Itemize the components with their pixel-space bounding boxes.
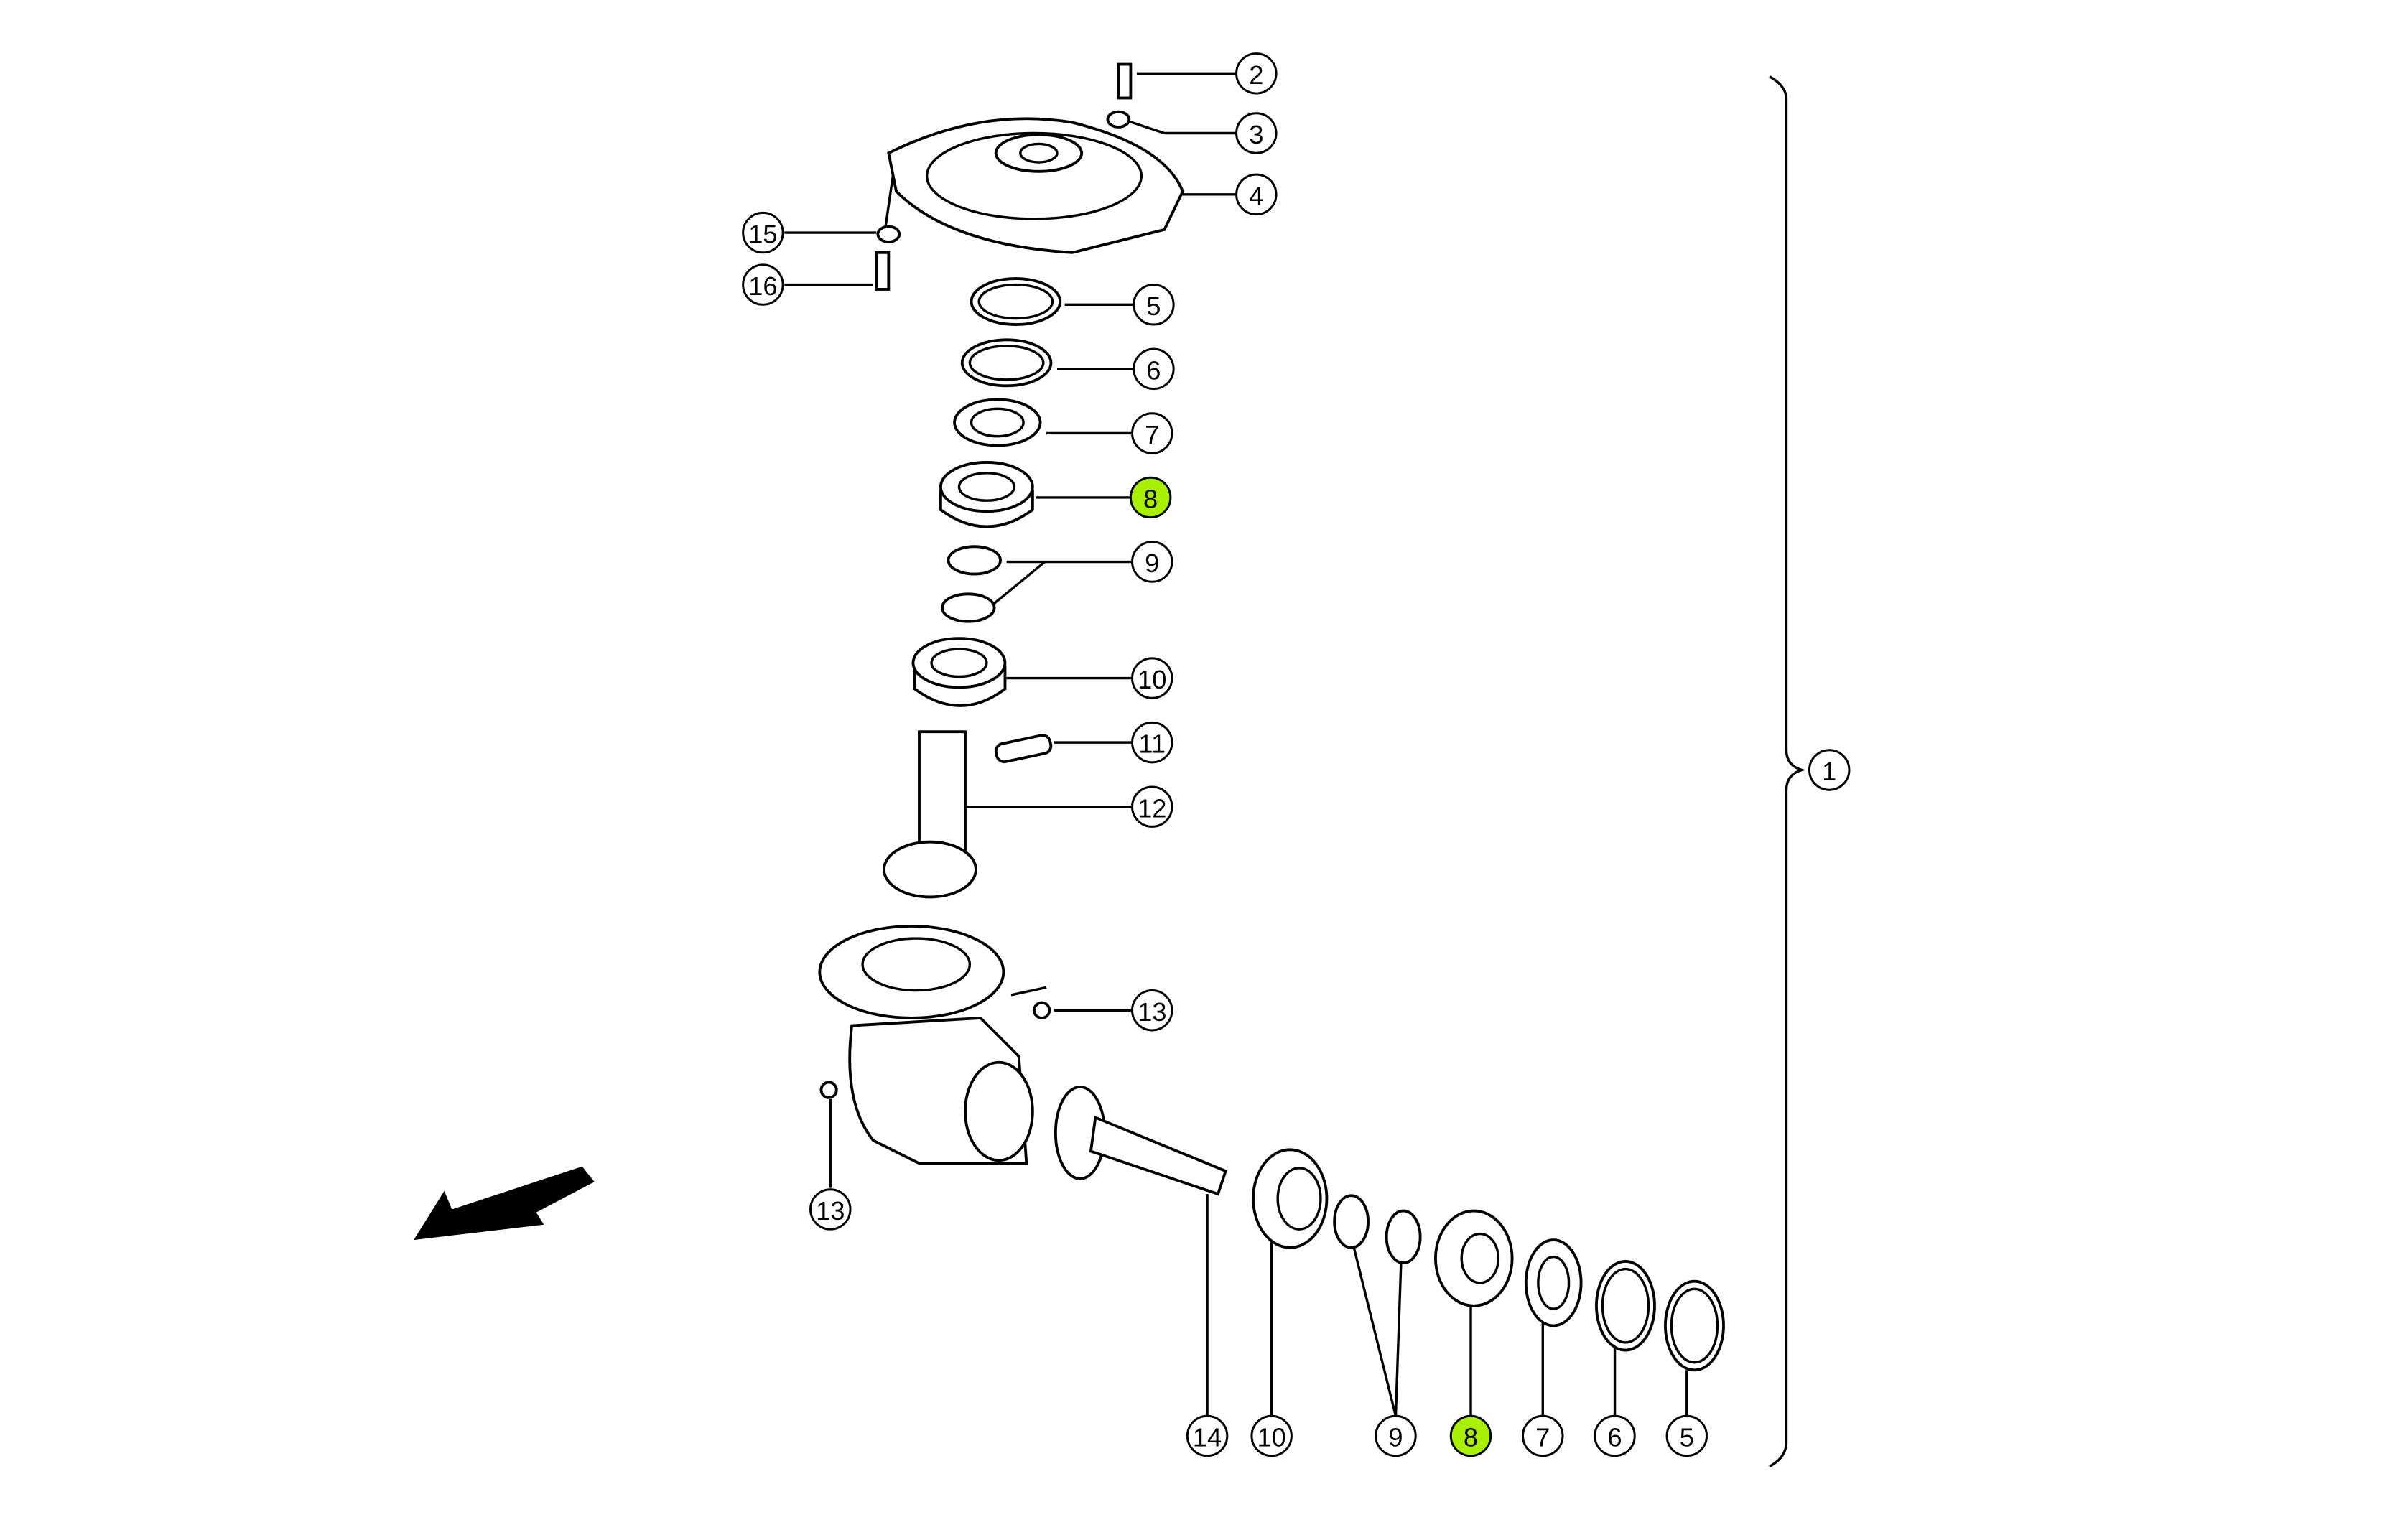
callout-5[interactable]: 5 [1665, 1414, 1708, 1457]
callout-circle [742, 263, 784, 306]
callout-circle [1250, 1414, 1293, 1457]
callout-circle [1131, 657, 1173, 699]
callout-13[interactable]: 13 [809, 1188, 852, 1231]
bearing-10b [1252, 1148, 1329, 1249]
callout-label: 4 [1249, 181, 1263, 210]
callout-circle [1131, 721, 1173, 764]
callout-circle [809, 1188, 852, 1231]
pinion-shaft-12 [883, 730, 977, 899]
callout-label: 11 [1138, 729, 1166, 759]
callout-circle [1186, 1414, 1229, 1457]
callout-label: 2 [1249, 60, 1263, 90]
callout-circle [1235, 52, 1278, 95]
callout-1[interactable]: 1 [1808, 749, 1851, 791]
callout-label: 9 [1145, 549, 1159, 578]
callout-label: 10 [1257, 1423, 1285, 1452]
pin-11 [994, 734, 1053, 764]
callout-7[interactable]: 7 [1131, 412, 1173, 454]
callout-label: 5 [1146, 291, 1161, 321]
callout-circle [1375, 1414, 1417, 1457]
callout-5[interactable]: 5 [1133, 284, 1175, 326]
callout-label: 14 [1193, 1423, 1222, 1452]
bolt-2 [1117, 62, 1133, 100]
circlip-5b [1664, 1279, 1725, 1372]
seal-7 [953, 398, 1042, 447]
callout-circle [1133, 347, 1175, 391]
callout-3[interactable]: 3 [1235, 112, 1278, 154]
callout-10[interactable]: 10 [1131, 657, 1173, 699]
callout-circle [1235, 112, 1278, 154]
cover-plate [887, 117, 1185, 254]
callout-label: 8 [1464, 1423, 1478, 1452]
callout-11[interactable]: 11 [1131, 721, 1173, 764]
bolt-16 [875, 251, 891, 291]
callout-circle [1133, 284, 1175, 326]
circlips-9 [941, 545, 1002, 623]
callout-8[interactable]: 8 [1449, 1414, 1492, 1457]
callout-circle [1449, 1414, 1492, 1457]
callout-circle [1235, 173, 1278, 216]
callout-circle [1808, 749, 1851, 791]
callout-4[interactable]: 4 [1235, 173, 1278, 216]
callout-label: 1 [1822, 757, 1836, 786]
callout-label: 15 [748, 220, 777, 249]
washer-15 [876, 225, 901, 243]
callout-circle [1131, 989, 1173, 1032]
callout-label: 6 [1607, 1423, 1622, 1452]
callout-circle [1522, 1414, 1564, 1457]
callout-label: 13 [816, 1196, 845, 1226]
callout-label: 7 [1535, 1423, 1550, 1452]
callout-circle [1665, 1414, 1708, 1457]
fitting-13 [819, 1001, 1051, 1099]
leader-lines [784, 72, 1688, 1417]
ring-6 [960, 338, 1053, 388]
direction-arrow-icon [414, 1166, 595, 1241]
callout-label: 9 [1388, 1423, 1403, 1452]
circlips-9b [1333, 1194, 1422, 1264]
callout-6[interactable]: 6 [1594, 1414, 1636, 1457]
circlip-5 [970, 277, 1062, 326]
callout-label: 10 [1138, 665, 1166, 694]
callout-16[interactable]: 16 [742, 263, 784, 306]
callout-circle [1594, 1414, 1636, 1457]
callout-circle [1129, 476, 1172, 519]
callout-2[interactable]: 2 [1235, 52, 1278, 95]
bearing-8b [1434, 1209, 1514, 1307]
callout-circle [1131, 412, 1173, 454]
shaft-14 [1054, 1085, 1228, 1196]
callout-label: 3 [1249, 120, 1263, 149]
callout-12[interactable]: 12 [1131, 785, 1173, 828]
seal-7b [1524, 1238, 1583, 1327]
callout-circle [1131, 785, 1173, 828]
callout-label: 13 [1138, 997, 1166, 1027]
callout-15[interactable]: 15 [742, 211, 784, 254]
callout-6[interactable]: 6 [1133, 347, 1175, 391]
callout-8[interactable]: 8 [1129, 476, 1172, 519]
callout-10[interactable]: 10 [1250, 1414, 1293, 1457]
washer-3 [1106, 110, 1131, 129]
callout-14[interactable]: 14 [1186, 1414, 1229, 1457]
callout-label: 12 [1138, 793, 1166, 823]
callout-circle [742, 211, 784, 254]
callout-circle [1131, 541, 1173, 583]
callout-label: 5 [1680, 1423, 1694, 1452]
bearing-10 [911, 637, 1007, 707]
bracket [1769, 75, 1806, 1468]
callout-label: 6 [1146, 355, 1161, 385]
bearing-8 [939, 461, 1034, 528]
callout-13[interactable]: 13 [1131, 989, 1173, 1032]
callout-label: 8 [1143, 485, 1158, 514]
callout-9[interactable]: 9 [1131, 541, 1173, 583]
ring-6b [1595, 1260, 1656, 1352]
callout-label: 16 [748, 271, 777, 301]
callout-label: 7 [1145, 420, 1159, 449]
callout-9[interactable]: 9 [1375, 1414, 1417, 1457]
gearbox-housing [818, 925, 1034, 1165]
callout-7[interactable]: 7 [1522, 1414, 1564, 1457]
